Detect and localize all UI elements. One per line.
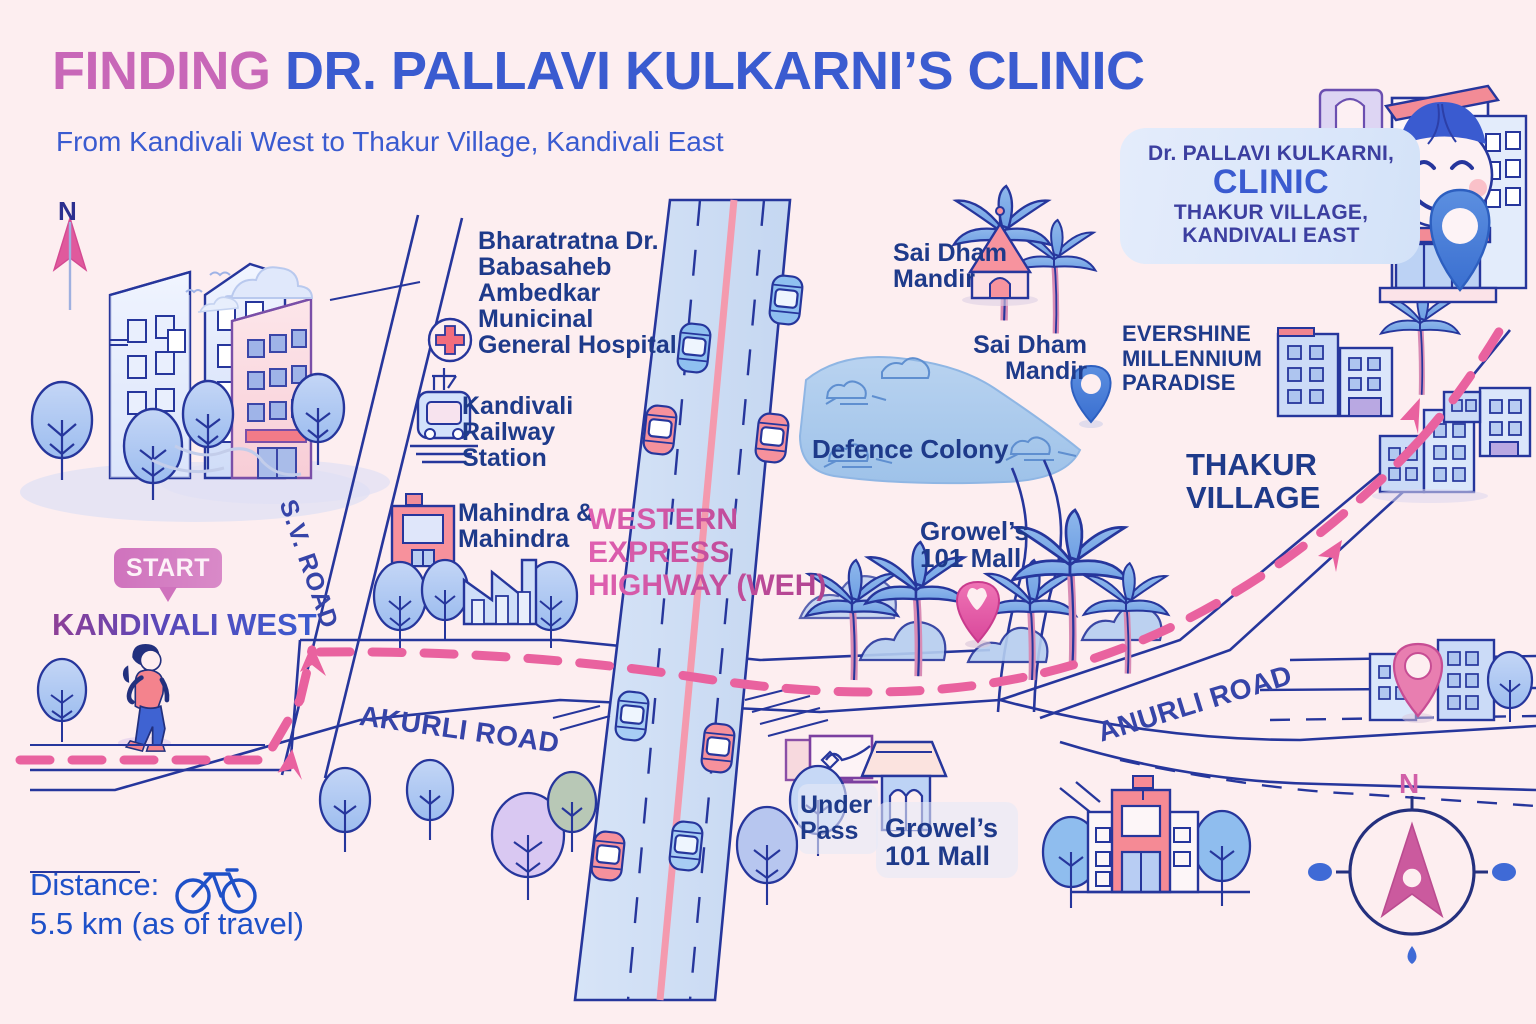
industry-icons — [372, 558, 579, 648]
distance-value: 5.5 km (as of travel) — [30, 905, 304, 941]
distance-label: Distance: — [30, 867, 160, 902]
sai-dham-temple-icon — [962, 206, 1038, 306]
pedestrian-icon — [117, 643, 171, 752]
label-western-express-highway: WESTERN EXPRESS HIGHWAY (WEH) — [588, 503, 858, 602]
clinic-destination-pin-icon — [1392, 642, 1444, 723]
label-kandivali-west: KANDIVALI WEST — [52, 607, 317, 642]
bicycle-icon — [175, 868, 257, 914]
label-railway-station: Kandivali Railway Station — [462, 392, 574, 472]
label-growels-101-mall-1: Growel’s 101 Mall — [920, 516, 1029, 574]
label-sai-dham-mandir-1: Sai Dham Mandir — [893, 239, 1007, 293]
label-sai-dham-mandir-2: Sai Dham Mandir — [973, 331, 1087, 385]
page-subtitle: From Kandivali West to Thakur Village, K… — [56, 126, 724, 157]
palm-tree-cluster — [798, 184, 1462, 681]
left-city-cluster — [20, 262, 390, 522]
bottom-trees — [318, 758, 1252, 908]
clinic-locality: THAKUR VILLAGE, — [1173, 200, 1369, 224]
compass-rose — [1308, 796, 1516, 964]
label-growels-101-mall-2: Growel’s 101 Mall — [885, 813, 999, 872]
western-express-highway — [552, 198, 829, 1002]
north-letter-top-left: N — [58, 196, 77, 226]
evershine-building-icon — [1276, 327, 1394, 418]
clinic-word: CLINIC — [1212, 163, 1330, 202]
bush-icons — [823, 357, 1077, 468]
growels-pin-icon — [956, 580, 1000, 648]
bottom-right-institution — [1059, 775, 1250, 894]
page-title: FINDING DR. PALLAVI KULKARNI’S CLINIC — [52, 40, 1145, 102]
railway-station-icon — [410, 368, 478, 464]
mahindra-building-icon — [390, 493, 456, 568]
north-indicator-top-left: N — [58, 198, 77, 224]
hospital-icon — [427, 317, 473, 363]
right-buildings — [1368, 386, 1534, 723]
palm — [803, 184, 1462, 681]
label-thakur-village: THAKUR VILLAGE — [1186, 447, 1321, 516]
label-mahindra: Mahindra & Mahindra — [458, 499, 595, 553]
label-evershine-millennium-paradise: EVERSHINE MILLENNIUM PARADISE — [1122, 321, 1263, 396]
title-main: DR. PALLAVI KULKARNI’S CLINIC — [285, 41, 1145, 101]
sai-dham-pin-icon — [1070, 364, 1112, 428]
north-letter-compass: N — [1399, 768, 1420, 799]
clinic-callout: Dr. PALLAVI KULKARNI, CLINIC THAKUR VILL… — [1120, 128, 1420, 264]
title-highlight: FINDING — [52, 41, 271, 101]
clinic-building-illustration — [1318, 84, 1528, 304]
defence-colony-water — [798, 355, 1082, 713]
north-arrow-icon — [52, 215, 88, 310]
start-badge: START — [114, 548, 222, 602]
distance-readout: Distance: 5.5 km (as of travel) — [30, 866, 304, 944]
label-hospital: Bharatratna Dr. Babasaheb Ambedkar Munic… — [478, 227, 677, 359]
clinic-region: KANDIVALI EAST — [1182, 224, 1360, 248]
label-defence-colony: Defence Colony — [812, 434, 1009, 464]
pedestrian-tree — [36, 657, 88, 742]
label-plates — [798, 784, 1018, 878]
label-under-pass: Under Pass — [800, 791, 873, 845]
route-path — [15, 325, 1505, 781]
clinic-doctor-name: Dr. PALLAVI KULKARNI, — [1147, 142, 1395, 165]
